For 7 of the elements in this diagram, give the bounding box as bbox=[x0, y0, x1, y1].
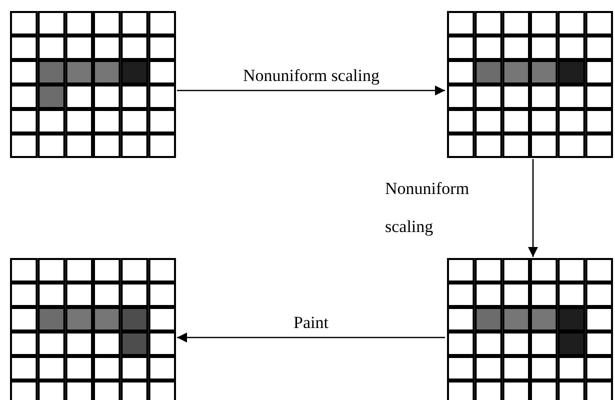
arrow bbox=[177, 86, 445, 96]
pixel-grid-drawing bbox=[10, 11, 176, 158]
arrow bbox=[177, 332, 445, 342]
pixel-grid-drawing bbox=[10, 258, 176, 400]
pixel-grid-drawing bbox=[447, 258, 613, 400]
pixel-grid-drawing bbox=[447, 11, 613, 158]
arrow bbox=[528, 159, 538, 257]
